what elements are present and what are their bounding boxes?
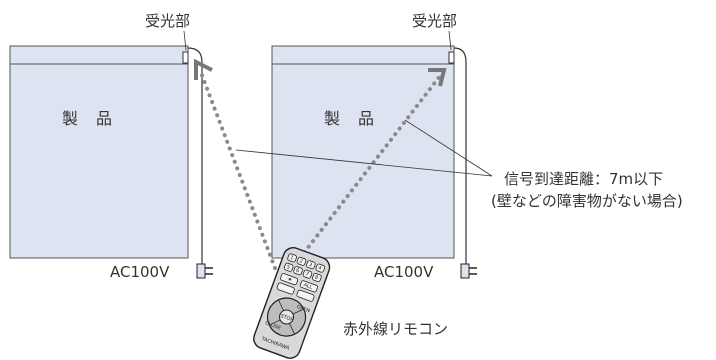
right-beam-arrowhead-icon [428,68,447,87]
distance-leader-left [235,149,493,177]
remote-close-label: CLOSE [264,320,281,331]
left-plug-icon [196,263,213,279]
remote-star-icon: ★ [287,276,294,283]
remote-all-label: ALL [303,282,314,291]
remote-btn-8: 8 [314,274,319,281]
remote-btn-2: 2 [298,258,303,265]
remote-stop-label: STOP [280,313,294,323]
beam-to-right-unit [298,74,442,260]
left-product-label: 製品 [62,109,130,128]
distance-note: 信号到達距離：7m以下 (壁などの障害物がない場合) [235,119,683,210]
remote-all-button [299,280,318,293]
ir-remote: 1 2 3 4 5 6 7 8 ★ ALL OPEN STOP CLOSE TA… [253,247,331,359]
left-beam-arrowhead-icon [194,58,213,80]
right-product-label: 製品 [324,109,392,128]
left-unit: 受光部 製品 AC100V [9,12,213,281]
remote-btn-1: 1 [289,255,294,262]
remote-right-arrow-button [296,289,315,302]
remote-btn-5: 5 [286,264,291,271]
right-product-panel [271,45,455,259]
right-power-label: AC100V [374,263,434,281]
left-power-label: AC100V [110,263,170,281]
remote-number-buttons: 1 2 3 4 5 6 7 8 [283,253,326,283]
remote-label: 赤外線リモコン [343,320,448,338]
distance-note-line1: 信号到達距離：7m以下 [504,170,663,188]
remote-star-button [280,273,299,286]
remote-stop-button [279,309,295,325]
right-plug-icon [460,263,477,279]
right-receiver-leader [448,30,452,51]
left-power-cord [187,47,203,270]
remote-open-label: OPEN [296,304,311,314]
left-product-panel [9,45,189,259]
distance-leader-right [404,119,493,177]
remote-btn-3: 3 [308,262,313,269]
left-receiver-leader [183,30,187,51]
left-receiver-sensor [182,51,189,64]
right-power-cord [453,47,467,270]
remote-left-arrow-button [276,282,295,295]
beam-to-left-unit [198,68,277,270]
right-receiver-label: 受光部 [412,12,457,30]
remote-btn-7: 7 [304,271,309,278]
distance-note-line2: (壁などの障害物がない場合) [491,192,683,210]
right-receiver-sensor [448,51,455,64]
ir-beams [194,58,447,270]
right-unit: 受光部 製品 AC100V [271,12,477,281]
left-receiver-label: 受光部 [145,12,190,30]
remote-btn-6: 6 [295,268,300,275]
remote-btn-4: 4 [317,265,322,272]
